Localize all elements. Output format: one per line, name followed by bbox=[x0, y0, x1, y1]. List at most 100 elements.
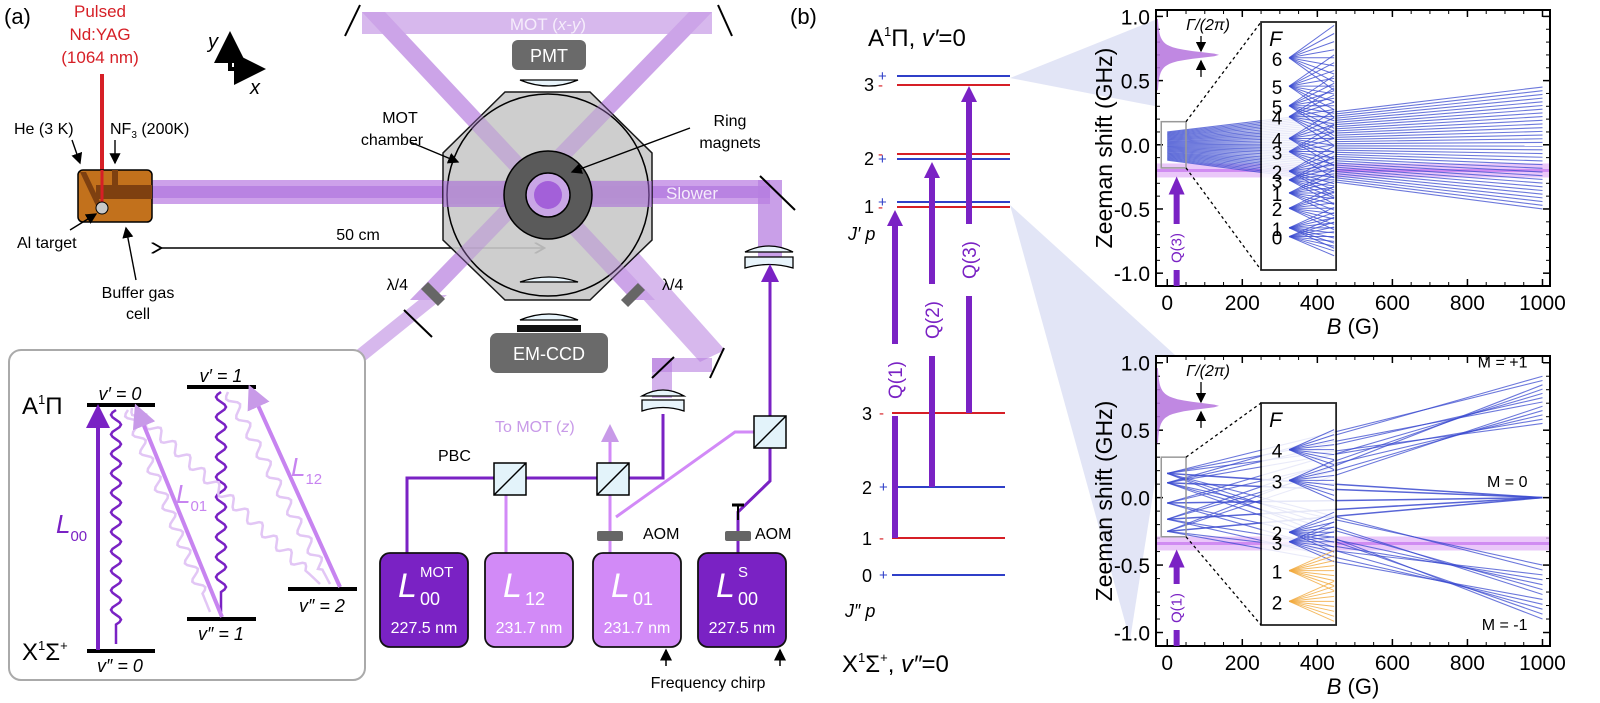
emccd-label: EM-CCD bbox=[513, 344, 585, 364]
inset-zeeman-line bbox=[1288, 192, 1335, 217]
x-axis-label: B (G) bbox=[1327, 314, 1380, 339]
inset-zeeman-line bbox=[1288, 75, 1335, 107]
q-transition-label: Q(1) bbox=[886, 361, 907, 399]
inset-zeeman-line bbox=[1288, 449, 1335, 466]
lower-level-j: 2 bbox=[862, 478, 872, 498]
inset-zeeman-line bbox=[1288, 196, 1335, 209]
linewidth-label: Γ/(2π) bbox=[1186, 363, 1230, 380]
lower-parity: + bbox=[879, 567, 888, 584]
x-tick-label: 200 bbox=[1225, 652, 1260, 675]
zeeman-line bbox=[1167, 159, 1543, 210]
emccd-box bbox=[490, 333, 608, 373]
inset-zeeman-line bbox=[1288, 145, 1335, 172]
y-tick-label: -1.0 bbox=[1114, 623, 1150, 646]
inset-zeeman-line bbox=[1288, 600, 1335, 612]
y-tick-label: 1.0 bbox=[1121, 353, 1150, 376]
zeeman-line bbox=[1167, 158, 1543, 206]
inset-f-level: 0 bbox=[1272, 229, 1283, 250]
inset-zeeman-line bbox=[1288, 82, 1335, 107]
inset-zeeman-line bbox=[1288, 131, 1335, 152]
q-arrow-label: Q(3) bbox=[1169, 233, 1186, 263]
mot-chamber-arrow bbox=[409, 141, 460, 164]
zeeman-line-mj-minus1 bbox=[1167, 518, 1543, 605]
inset-zeeman-line bbox=[1288, 167, 1335, 181]
zeeman-line bbox=[1167, 156, 1543, 195]
lower-parity: + bbox=[879, 479, 888, 496]
zeeman-line bbox=[1167, 148, 1543, 162]
zeeman-line bbox=[1167, 152, 1543, 180]
zeeman-line bbox=[1167, 130, 1543, 143]
inset-label: F bbox=[1269, 28, 1283, 51]
upper-parity-top: + bbox=[878, 68, 887, 85]
inset-zeeman-line bbox=[1288, 131, 1335, 139]
laser-box-body bbox=[379, 552, 469, 648]
inset-zeeman-line bbox=[1288, 94, 1335, 118]
zeeman-line-mj-minus1 bbox=[1167, 530, 1543, 576]
zeeman-line-mj-plus1 bbox=[1167, 414, 1543, 504]
zeeman-line bbox=[1167, 93, 1543, 135]
laser-wavelength: 231.7 nm bbox=[496, 620, 563, 637]
zeeman-line bbox=[1167, 134, 1543, 144]
laser-subscript: 00 bbox=[738, 589, 758, 609]
upper-parity-bottom: - bbox=[878, 77, 883, 94]
zeeman-line-mj-minus1 bbox=[1167, 472, 1543, 596]
q-arrow-head bbox=[1168, 176, 1185, 195]
quarter-wave-left-label: λ/4 bbox=[387, 277, 408, 294]
y-tick-label: 0.5 bbox=[1121, 71, 1150, 94]
al-target-label: Al target bbox=[17, 235, 77, 252]
inset-zeeman-line bbox=[1289, 222, 1335, 229]
inset-f-level: 2 bbox=[1272, 200, 1283, 221]
inset-f-level: 3 bbox=[1272, 472, 1283, 493]
mirror-z bbox=[651, 356, 675, 379]
coordinate-axes: y x bbox=[206, 31, 266, 99]
zeeman-lines bbox=[1167, 86, 1543, 210]
laser-wavelength: 227.5 nm bbox=[391, 620, 458, 637]
zeeman-line bbox=[1167, 138, 1543, 145]
upper-parity-bottom: + bbox=[878, 151, 887, 168]
linewidth-label: Γ/(2π) bbox=[1186, 17, 1230, 34]
projection-wedge-upper bbox=[1010, 12, 1175, 110]
inset-zeeman-line bbox=[1288, 155, 1335, 181]
zeeman-line bbox=[1167, 119, 1543, 141]
inset-zeeman-line bbox=[1288, 116, 1335, 125]
inset-zeeman-line bbox=[1288, 216, 1335, 238]
inset-f-level: 2 bbox=[1272, 163, 1283, 184]
decay-02 bbox=[130, 407, 321, 585]
lower-lens-2 bbox=[519, 313, 579, 321]
inset-zeeman-line bbox=[1288, 236, 1335, 247]
laser-box-body bbox=[484, 552, 574, 648]
zeeman-line-mj-plus1 bbox=[1167, 375, 1543, 484]
inset-zeeman-line bbox=[1288, 57, 1335, 67]
upper-parity-bottom: - bbox=[878, 199, 883, 216]
x-tick-label: 0 bbox=[1161, 652, 1173, 675]
inset-zeeman-line bbox=[1288, 590, 1335, 602]
inset-zeeman-line bbox=[1288, 192, 1335, 205]
inset-f-level: 5 bbox=[1272, 98, 1283, 119]
he-label: He (3 K) bbox=[14, 121, 74, 138]
laser-name: L bbox=[611, 567, 630, 605]
zeeman-line-mj-minus1 bbox=[1167, 530, 1543, 600]
he-arrow bbox=[71, 139, 83, 165]
pmt-box bbox=[512, 40, 586, 70]
zeeman-line bbox=[1167, 147, 1543, 158]
level-v-prime-0: v′ = 0 bbox=[99, 384, 142, 404]
inset-zeeman-line bbox=[1289, 207, 1335, 215]
panel-label-b: (b) bbox=[790, 4, 817, 29]
lower-level-j: 1 bbox=[862, 529, 872, 549]
pbc-cube-1 bbox=[493, 462, 527, 496]
projection-wedge-lower bbox=[1010, 205, 1175, 640]
aom-1-label: AOM bbox=[643, 526, 679, 543]
inset-zeeman-line bbox=[1288, 207, 1335, 225]
inset-zeeman-line bbox=[1288, 206, 1335, 229]
inset-f-level: 5 bbox=[1272, 78, 1283, 99]
inset-frame bbox=[1260, 402, 1338, 626]
inset-zeeman-line bbox=[1288, 434, 1335, 451]
inset-zeeman-line bbox=[1288, 124, 1335, 152]
inset-zeeman-line bbox=[1288, 511, 1335, 533]
a-state-label: A1Π bbox=[22, 392, 63, 420]
aom-2 bbox=[725, 531, 751, 541]
inset-zeeman-line bbox=[1288, 217, 1335, 229]
inset-f-level: 2 bbox=[1272, 524, 1283, 545]
